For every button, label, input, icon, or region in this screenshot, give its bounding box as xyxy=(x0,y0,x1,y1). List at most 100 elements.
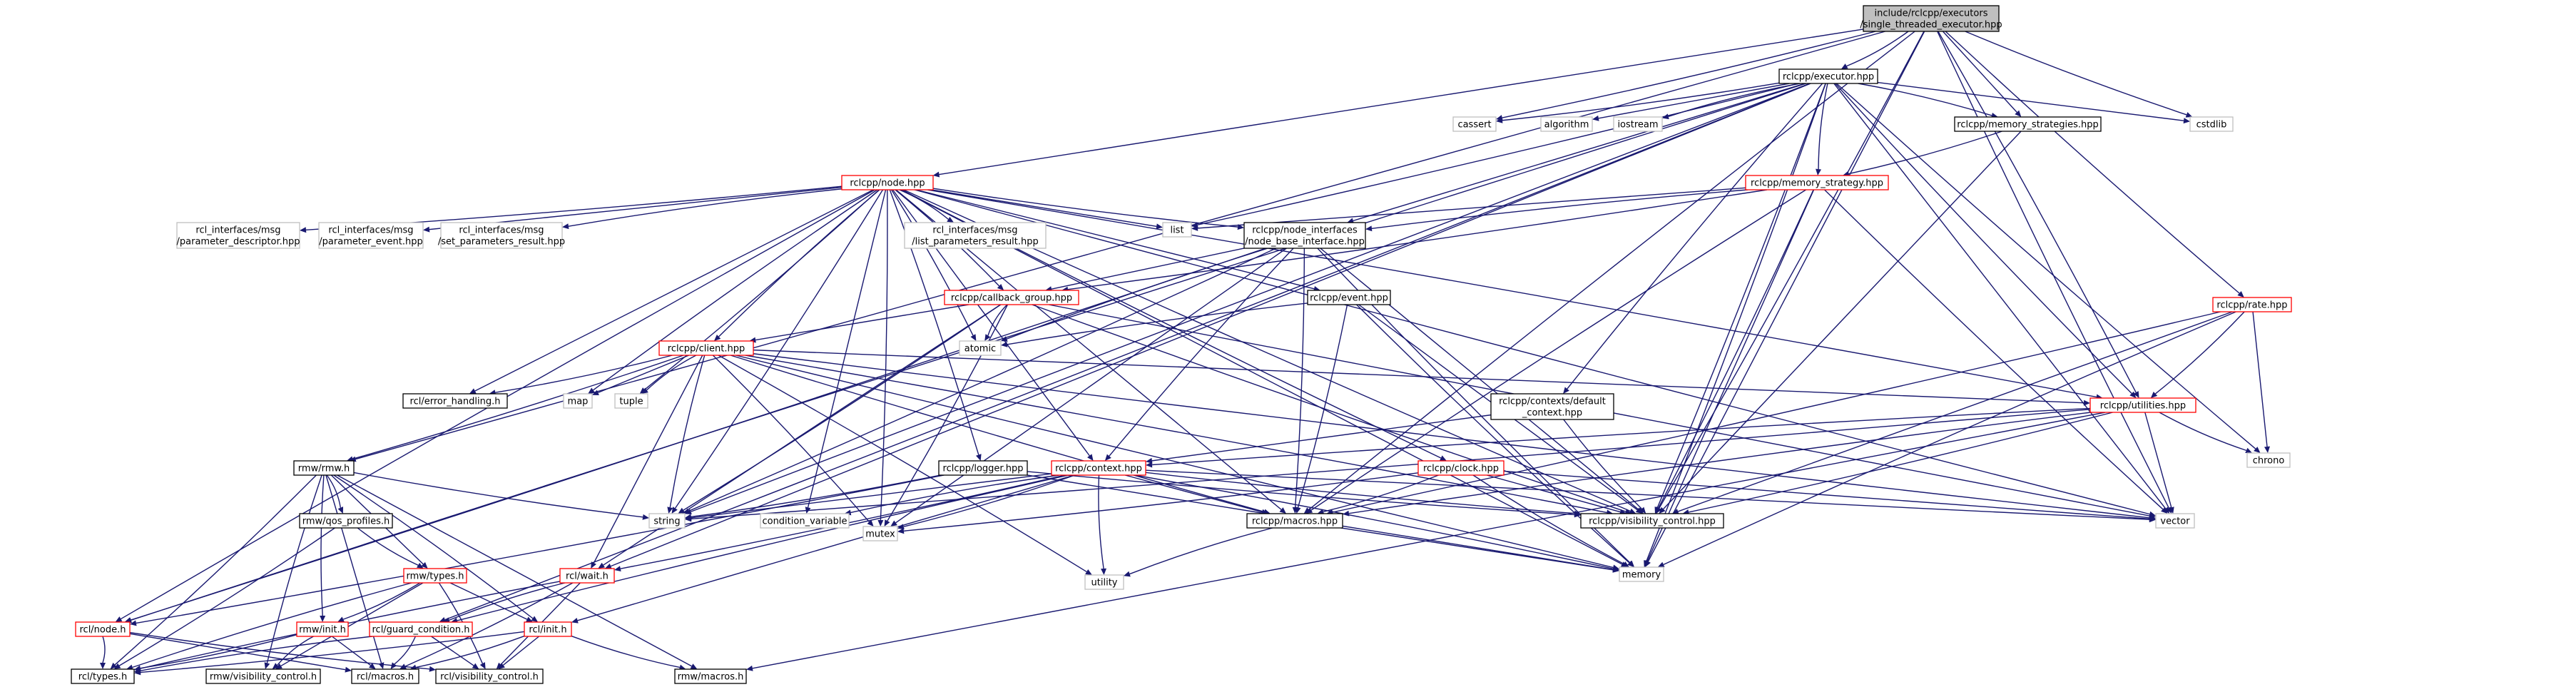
node-box xyxy=(1540,116,1593,132)
edge-memstrategies-to-memstrategy xyxy=(1848,131,2002,175)
edge-utilities-to-visibility xyxy=(1689,412,2113,513)
arrowhead-root-to-executor xyxy=(1841,63,1848,69)
edge-rclwait-to-rclmacros xyxy=(404,582,574,667)
arrowhead-nodehpp-to-atomic xyxy=(970,334,977,341)
node-clock[interactable]: rclcpp/clock.hpp xyxy=(1417,460,1505,476)
node-label: tuple xyxy=(619,397,643,407)
node-root[interactable]: include/rclcpp/executors/single_threaded… xyxy=(1860,5,2002,32)
node-defaultctx[interactable]: rclcpp/contexts/default_context.hpp xyxy=(1490,393,1614,420)
node-memstrategies[interactable]: rclcpp/memory_strategies.hpp xyxy=(1954,116,2102,132)
arrowhead-rmw-to-rmwmacros xyxy=(690,663,698,669)
node-setparams: rcl_interfaces/msg/set_parameters_result… xyxy=(438,222,565,249)
edge-client-to-macros xyxy=(730,355,1265,513)
edge-callbackgroup-to-visibility xyxy=(1032,304,1626,512)
edge-rate-to-visibility xyxy=(1677,311,2233,512)
arrowhead-client-to-utility xyxy=(1085,569,1092,575)
edge-client-to-rclerror xyxy=(495,355,673,393)
edge-nodebase-to-context xyxy=(1109,248,1294,457)
arrowhead-client-to-string xyxy=(667,507,673,514)
node-box xyxy=(2155,513,2195,529)
node-label: rcl_interfaces/msg xyxy=(195,225,280,236)
node-rmw[interactable]: rmw/rmw.h xyxy=(293,460,355,476)
node-visibility[interactable]: rclcpp/visibility_control.hpp xyxy=(1580,513,1724,529)
arrowhead-root-to-rate xyxy=(2237,291,2244,297)
node-condvar: condition_variable xyxy=(760,513,850,529)
node-cassert: cassert xyxy=(1452,116,1497,132)
edge-guardcond-to-rclmacros xyxy=(394,636,417,665)
edge-rclnode-to-rcltypes xyxy=(102,636,106,663)
node-rmwtypes[interactable]: rmw/types.h xyxy=(403,568,467,584)
edge-nodehpp-to-setparams xyxy=(568,188,842,227)
edge-rmwinit-to-rcltypes xyxy=(140,634,297,669)
edge-client-to-rmw xyxy=(352,355,684,459)
edge-root-to-macros xyxy=(1308,31,1915,510)
edge-memstrategy-to-callbackgroup xyxy=(1067,189,1767,290)
node-client[interactable]: rclcpp/client.hpp xyxy=(658,340,754,356)
arrowhead-rmw-to-rmwvis xyxy=(264,662,270,669)
node-executor[interactable]: rclcpp/executor.hpp xyxy=(1778,68,1878,84)
edge-rclwait-to-rcltypes xyxy=(140,581,561,669)
node-rclvis[interactable]: rcl/visibility_control.h xyxy=(435,668,544,684)
edge-defaultctx-to-context xyxy=(1151,414,1492,462)
edge-executor-to-visibility xyxy=(1656,83,1826,508)
node-label: rclcpp/node_interfaces xyxy=(1252,225,1358,236)
node-context[interactable]: rclcpp/context.hpp xyxy=(1051,460,1146,476)
node-memstrategy[interactable]: rclcpp/memory_strategy.hpp xyxy=(1745,175,1889,190)
node-nodehpp[interactable]: rclcpp/node.hpp xyxy=(841,175,934,190)
edge-executor-to-guardcond xyxy=(444,83,1811,621)
arrowhead-nodehpp-to-nodebase xyxy=(1237,224,1244,230)
node-rmwinit[interactable]: rmw/init.h xyxy=(296,621,349,637)
node-macros[interactable]: rclcpp/macros.hpp xyxy=(1246,513,1343,529)
arrowhead-clock-to-mutex xyxy=(897,528,905,534)
node-qos[interactable]: rmw/qos_profiles.h xyxy=(299,513,393,529)
arrowhead-nodehpp-to-paramevent xyxy=(423,226,430,233)
node-callbackgroup[interactable]: rclcpp/callback_group.hpp xyxy=(944,290,1079,305)
arrowhead-nodehpp-to-context xyxy=(1087,454,1094,461)
arrowhead-client-to-tuple xyxy=(641,387,648,394)
node-box xyxy=(658,340,754,356)
node-event[interactable]: rclcpp/event.hpp xyxy=(1307,290,1391,305)
node-utility: utility xyxy=(1084,574,1124,590)
node-rmwmacros[interactable]: rmw/macros.h xyxy=(674,668,747,684)
node-label: algorithm xyxy=(1544,120,1589,131)
edge-clock-to-macros xyxy=(1323,474,1439,512)
arrowhead-nodehpp-to-string xyxy=(671,507,678,514)
edge-client-to-mutex xyxy=(712,355,870,522)
edge-rmw-to-rmwinit xyxy=(320,474,325,616)
arrowhead-memstrategy-to-list xyxy=(1191,225,1198,231)
edge-root-to-memory xyxy=(1647,31,1925,562)
edge-nodehpp-to-logger xyxy=(889,189,979,455)
edge-rmw-to-string xyxy=(353,472,643,518)
node-guardcond[interactable]: rcl/guard_condition.h xyxy=(369,621,473,637)
node-rcltypes[interactable]: rcl/types.h xyxy=(71,668,135,684)
node-utilities[interactable]: rclcpp/utilities.hpp xyxy=(2089,397,2196,413)
edge-nodehpp-to-event xyxy=(916,189,1315,290)
node-logger[interactable]: rclcpp/logger.hpp xyxy=(938,460,1028,476)
edge-context-to-mutex xyxy=(903,474,1075,527)
node-rmwvis[interactable]: rmw/visibility_control.h xyxy=(205,668,321,684)
node-rclnode[interactable]: rcl/node.h xyxy=(75,621,131,637)
arrowhead-utilities-to-vector xyxy=(2168,507,2174,514)
arrowhead-nodehpp-to-mutex xyxy=(877,519,884,526)
edge-memstrategy-to-vector xyxy=(1824,189,2164,510)
node-rclinit[interactable]: rcl/init.h xyxy=(524,621,572,637)
node-nodebase[interactable]: rclcpp/node_interfaces/node_base_interfa… xyxy=(1243,222,1366,249)
edge-nodehpp-to-utilities xyxy=(927,189,2097,398)
node-iostream: iostream xyxy=(1613,116,1663,132)
node-box xyxy=(71,668,135,684)
arrowhead-rclnode-to-rcltypes xyxy=(100,663,106,669)
edge-executor-to-cassert xyxy=(1502,82,1780,121)
edge-context-to-utility xyxy=(1098,474,1104,569)
node-box xyxy=(944,290,1079,305)
node-rclerror[interactable]: rcl/error_handling.h xyxy=(402,393,508,409)
node-label: list xyxy=(1170,225,1183,236)
node-box xyxy=(2089,397,2196,413)
node-label: rclcpp/clock.hpp xyxy=(1423,464,1499,474)
node-rate[interactable]: rclcpp/rate.hpp xyxy=(2212,297,2292,312)
node-rclmacros[interactable]: rcl/macros.h xyxy=(351,668,419,684)
arrowhead-callbackgroup-to-visibility xyxy=(1624,509,1632,514)
node-box xyxy=(440,222,563,249)
edge-context-to-memory xyxy=(1134,474,1614,569)
node-rclwait[interactable]: rcl/wait.h xyxy=(559,568,615,584)
edge-rclwait-to-guardcond xyxy=(449,582,566,621)
